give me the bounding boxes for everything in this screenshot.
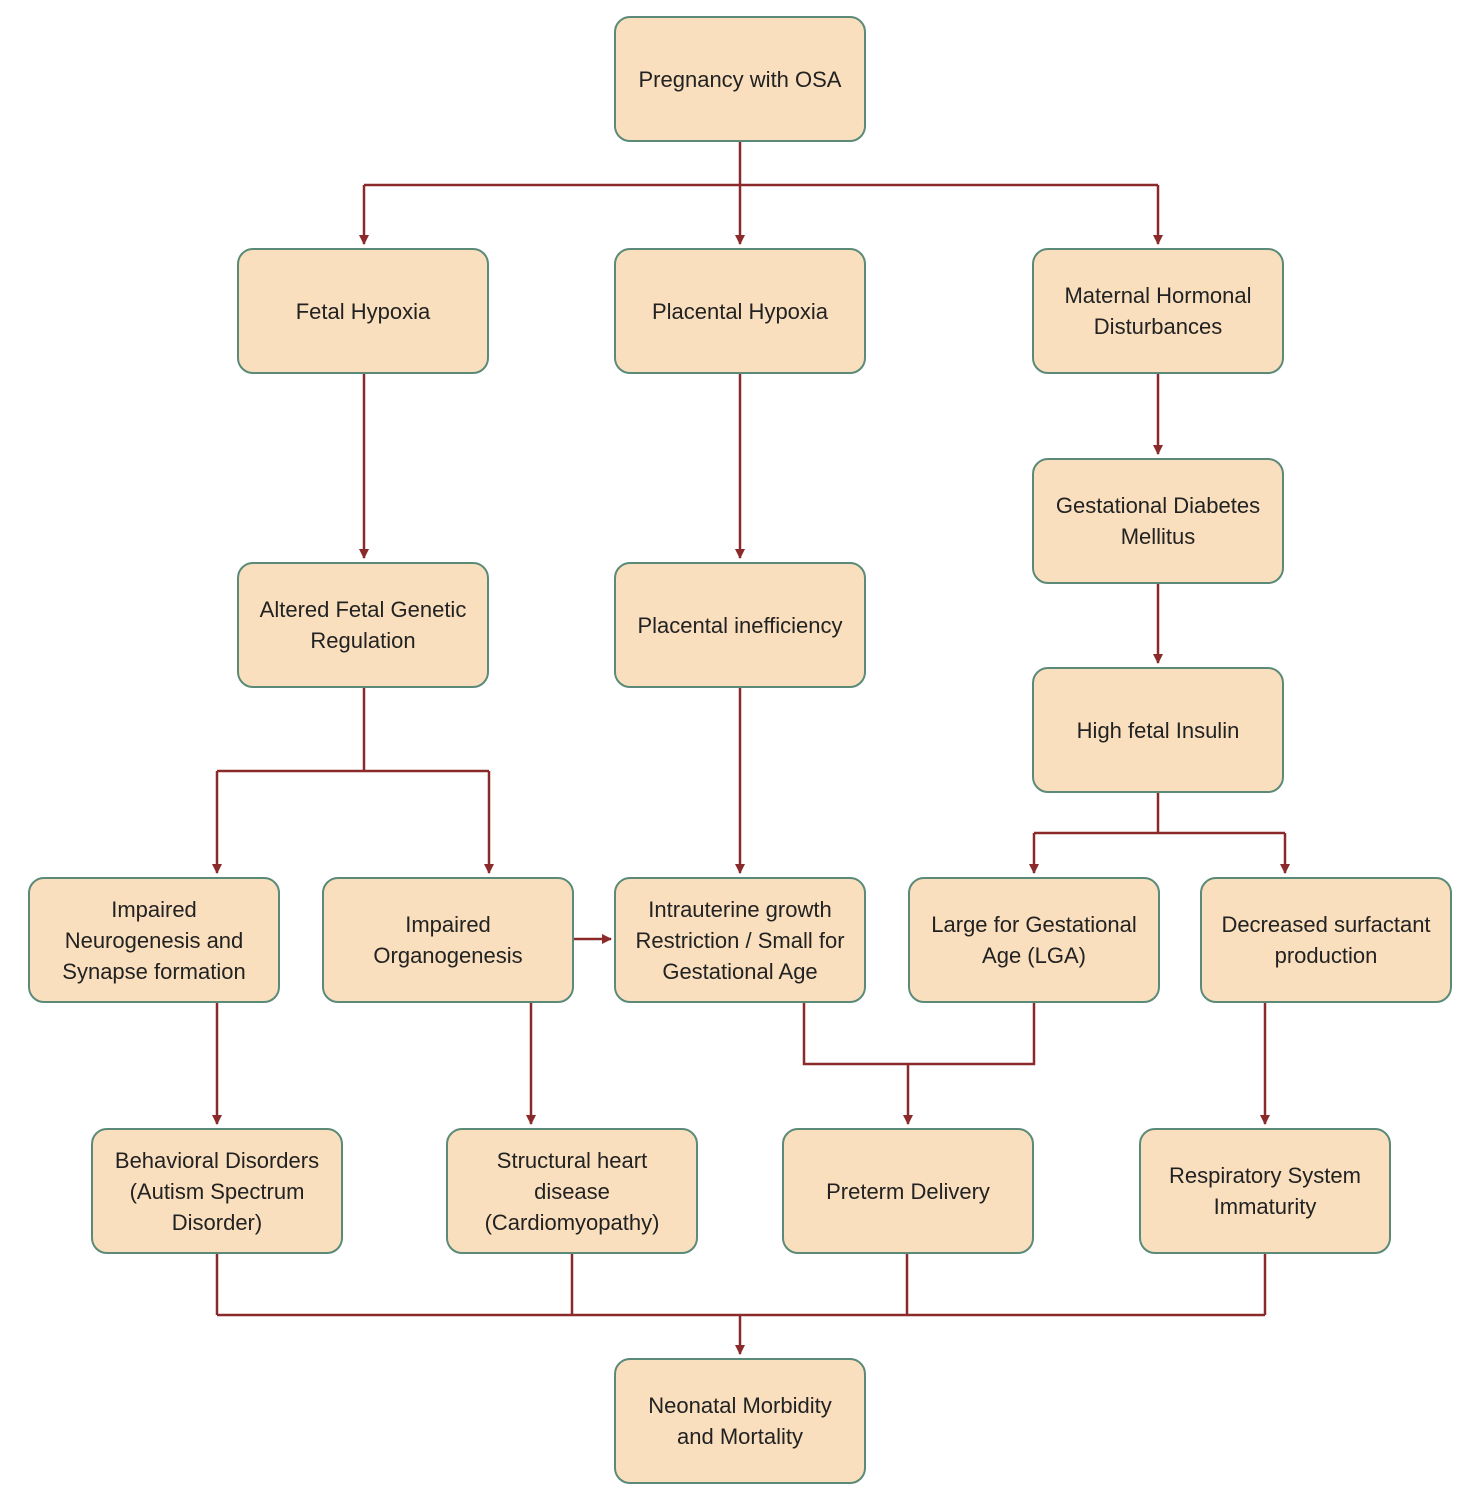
connector-outcomes-merge bbox=[215, 1254, 1267, 1317]
node-preterm-delivery: Preterm Delivery bbox=[782, 1128, 1034, 1254]
node-impaired-organogenesis: Impaired Organogenesis bbox=[322, 877, 574, 1003]
node-neonatal-morbidity-and-mortality: Neonatal Morbidity and Mortality bbox=[614, 1358, 866, 1484]
node-placental-hypoxia: Placental Hypoxia bbox=[614, 248, 866, 374]
node-pregnancy-with-osa: Pregnancy with OSA bbox=[614, 16, 866, 142]
node-large-for-gestational-age: Large for Gestational Age (LGA) bbox=[908, 877, 1160, 1003]
connector-insulin-branch bbox=[1034, 793, 1285, 835]
connector-iugr-lga-merge bbox=[802, 1003, 1036, 1066]
node-behavioral-disorders: Behavioral Disorders (Autism Spectrum Di… bbox=[91, 1128, 343, 1254]
node-high-fetal-insulin: High fetal Insulin bbox=[1032, 667, 1284, 793]
node-maternal-hormonal-disturbances: Maternal Hormonal Disturbances bbox=[1032, 248, 1284, 374]
node-fetal-hypoxia: Fetal Hypoxia bbox=[237, 248, 489, 374]
node-altered-fetal-genetic-regulation: Altered Fetal Genetic Regulation bbox=[237, 562, 489, 688]
node-decreased-surfactant-production: Decreased surfactant production bbox=[1200, 877, 1452, 1003]
node-respiratory-system-immaturity: Respiratory System Immaturity bbox=[1139, 1128, 1391, 1254]
connector-osa-to-hypoxias bbox=[364, 142, 1158, 187]
node-intrauterine-growth-restriction: Intrauterine growth Restriction / Small … bbox=[614, 877, 866, 1003]
node-impaired-neurogenesis: Impaired Neurogenesis and Synapse format… bbox=[28, 877, 280, 1003]
node-placental-inefficiency: Placental inefficiency bbox=[614, 562, 866, 688]
node-structural-heart-disease: Structural heart disease (Cardiomyopathy… bbox=[446, 1128, 698, 1254]
node-gestational-diabetes: Gestational Diabetes Mellitus bbox=[1032, 458, 1284, 584]
connector-genetic-branch bbox=[217, 688, 489, 773]
